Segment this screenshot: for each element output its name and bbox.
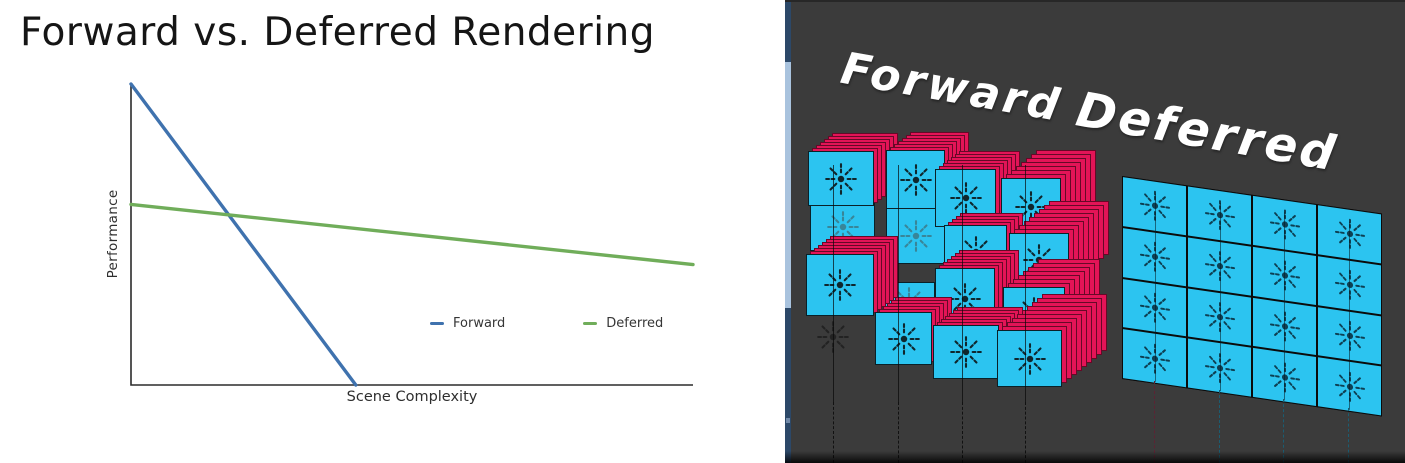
- point-light-gizmo-icon: [898, 162, 933, 197]
- forward-drop-line: [962, 165, 963, 402]
- light-tile: [997, 330, 1062, 387]
- point-light-gizmo-icon: [948, 180, 983, 216]
- gizmo-axis-line: [1284, 212, 1286, 401]
- scrollbar-thumb[interactable]: [785, 62, 791, 308]
- legend-item-deferred: Deferred: [583, 316, 663, 331]
- gizmo-axis-line: [1219, 203, 1221, 392]
- chart-panel: Forward vs. Deferred Rendering Performan…: [0, 0, 785, 463]
- legend-label: Deferred: [606, 316, 664, 331]
- deferred-tile: [1188, 338, 1251, 397]
- x-axis-label: Scene Complexity: [346, 389, 478, 405]
- deferred-tile: [1123, 329, 1186, 388]
- point-light-gizmo-icon: [1268, 208, 1301, 242]
- light-tile: [806, 254, 874, 316]
- forward-drop-line: [898, 165, 899, 402]
- forward-drop-line-dashed: [1025, 402, 1026, 463]
- forward-drop-line: [833, 165, 834, 402]
- point-light-gizmo-icon: [822, 267, 858, 303]
- deferred-tile: [1123, 278, 1186, 337]
- point-light-gizmo-icon: [1012, 341, 1047, 376]
- scrollbar: [785, 0, 791, 463]
- point-light-gizmo-icon: [823, 161, 859, 196]
- light-tile: [875, 312, 932, 365]
- point-light-gizmo-icon: [898, 218, 933, 253]
- forward-tile: [935, 151, 1020, 227]
- forward-tile: [997, 294, 1107, 387]
- legend-swatch-icon: [583, 322, 598, 325]
- gizmo-axis-line: [1348, 221, 1350, 410]
- y-axis-label: Performance: [105, 189, 121, 279]
- deferred-tile: [1253, 195, 1316, 254]
- forward-drop-line-dashed: [962, 402, 963, 463]
- forward-tile: [933, 307, 1023, 379]
- viewport-top-border: [785, 0, 1405, 2]
- light-tile: [808, 151, 874, 206]
- legend-label: Forward: [453, 316, 506, 331]
- chart-legend: Forward Deferred: [430, 316, 663, 331]
- forward-drop-line-dashed: [898, 402, 899, 463]
- light-tile: [933, 325, 999, 379]
- point-light-gizmo-icon: [1138, 291, 1171, 324]
- deferred-grid-surface: [1122, 176, 1382, 417]
- point-light-gizmo-icon: [1203, 300, 1236, 334]
- point-light-gizmo-icon: [1203, 199, 1236, 232]
- legend-swatch-icon: [430, 322, 444, 325]
- forward-drop-line: [1025, 165, 1026, 402]
- deferred-drop-line: [1154, 381, 1155, 463]
- legend-item-forward: Forward: [430, 316, 505, 331]
- forward-tile: [808, 133, 898, 206]
- deferred-tile: [1188, 288, 1251, 346]
- chart-title: Forward vs. Deferred Rendering: [20, 10, 656, 55]
- deferred-tile: [1188, 237, 1251, 296]
- forward-label: Forward: [837, 43, 1066, 132]
- point-light-gizmo-icon: [886, 321, 921, 356]
- viewport-bottom-fade: [785, 451, 1405, 463]
- deferred-drop-line: [1283, 399, 1284, 463]
- point-light-gizmo-icon: [1203, 351, 1236, 384]
- 3d-viewport-panel: Forward Deferred: [785, 0, 1405, 463]
- forward-tile: [875, 297, 952, 365]
- point-light-gizmo-icon: [948, 334, 984, 370]
- scrollbar-marker: [786, 418, 790, 423]
- deferred-label: Deferred: [1072, 81, 1342, 183]
- deferred-tile: [1188, 186, 1251, 245]
- forward-tile: [806, 236, 898, 316]
- deferred-drop-line: [1348, 408, 1349, 463]
- forward-drop-line-dashed: [833, 402, 834, 463]
- deferred-drop-line: [1219, 390, 1220, 463]
- point-light-gizmo-icon: [947, 281, 983, 316]
- performance-chart: [129, 82, 695, 387]
- point-light-gizmo-icon: [1203, 249, 1236, 283]
- gizmo-axis-line: [1155, 193, 1157, 382]
- point-light-gizmo-icon: [1138, 342, 1171, 375]
